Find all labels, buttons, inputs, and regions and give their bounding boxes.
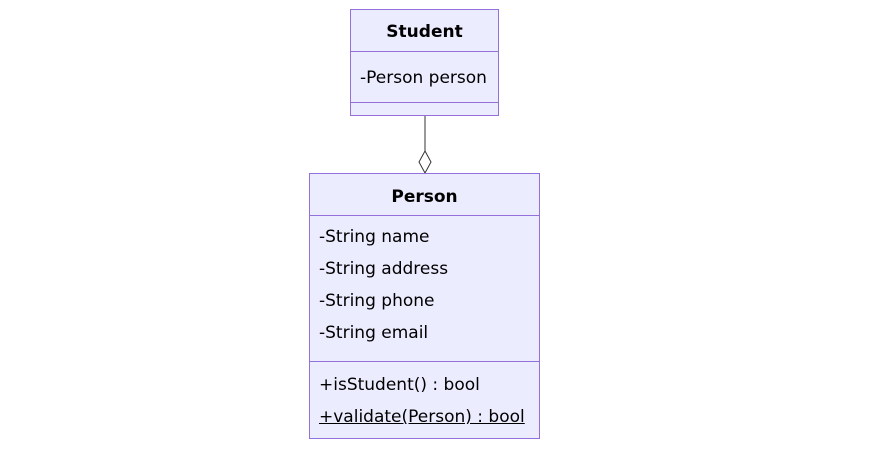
attribute: -String email: [319, 323, 429, 343]
attribute: -String name: [319, 227, 430, 247]
class-name: Person: [310, 174, 539, 216]
aggregation-diamond: [418, 149, 432, 175]
methods-section: +isStudent() : bool +validate(Person) : …: [310, 362, 539, 438]
attributes-section: -String name -String address -String pho…: [310, 216, 539, 362]
student-class: Student -Person person: [350, 9, 499, 116]
person-class: Person -String name -String address -Str…: [309, 173, 540, 439]
class-name: Student: [351, 10, 498, 52]
static-method: +validate(Person) : bool: [319, 407, 525, 427]
method: +isStudent() : bool: [319, 375, 480, 395]
attributes-section: -Person person: [351, 52, 498, 103]
attribute: -Person person: [360, 68, 487, 88]
methods-section: [351, 103, 498, 115]
attribute: -String address: [319, 259, 449, 279]
attribute: -String phone: [319, 291, 435, 311]
